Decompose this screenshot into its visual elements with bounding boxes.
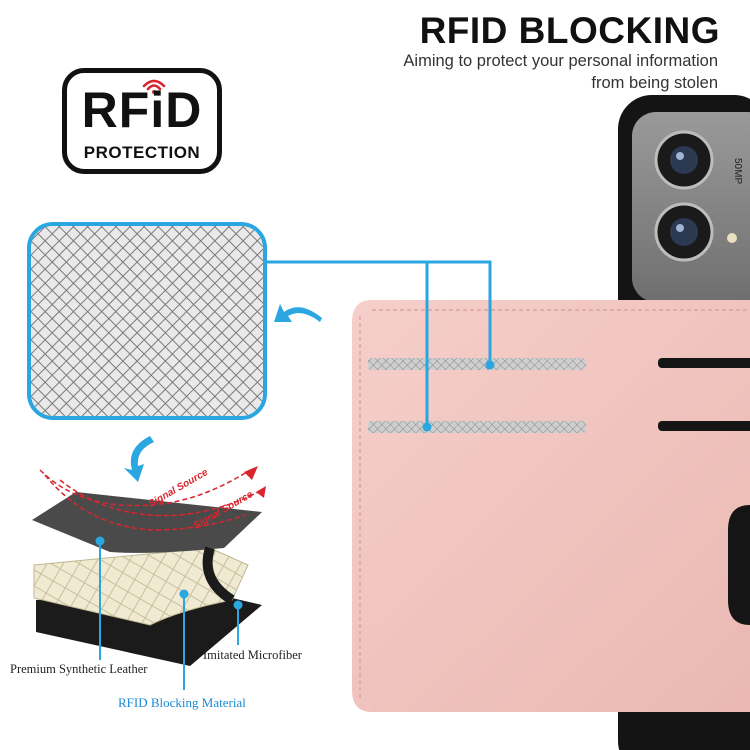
card-slot-strip-1: [368, 358, 586, 370]
card-slot-right-2: [658, 421, 750, 431]
microfiber-label: Imitated Microfiber: [203, 648, 302, 662]
arrow-down-icon: [124, 436, 154, 482]
subtitle-line-2: from being stolen: [591, 74, 718, 92]
signal-arrows: [39, 469, 263, 531]
mesh-texture: [31, 226, 263, 416]
arrow-left-icon: [274, 304, 322, 322]
wallet-clasp: [728, 505, 750, 625]
wallet-card-panel: [352, 300, 750, 712]
connector-lines: [267, 260, 492, 427]
rfid-blocking-label: RFID Blocking Material: [118, 695, 246, 710]
card-slot-right-1: [658, 358, 750, 368]
badge-protection-text: PROTECTION: [83, 143, 201, 162]
card-slot-strip-2: [368, 421, 586, 433]
rfid-mesh-closeup: [27, 222, 267, 420]
flash: [727, 233, 737, 243]
page-title: RFID BLOCKING: [419, 10, 720, 51]
rfid-protection-badge: RFiD PROTECTION: [62, 68, 222, 174]
subtitle-line-1: Aiming to protect your personal informat…: [403, 52, 718, 70]
wifi-signal-icon: [142, 79, 166, 94]
layer-leather: [32, 492, 262, 553]
badge-rfid-text: RFiD: [81, 82, 203, 138]
layer-rfid-blocking: [33, 547, 249, 626]
leather-label: Premium Synthetic Leather: [10, 662, 148, 676]
camera-label: 50MP: [732, 158, 743, 184]
